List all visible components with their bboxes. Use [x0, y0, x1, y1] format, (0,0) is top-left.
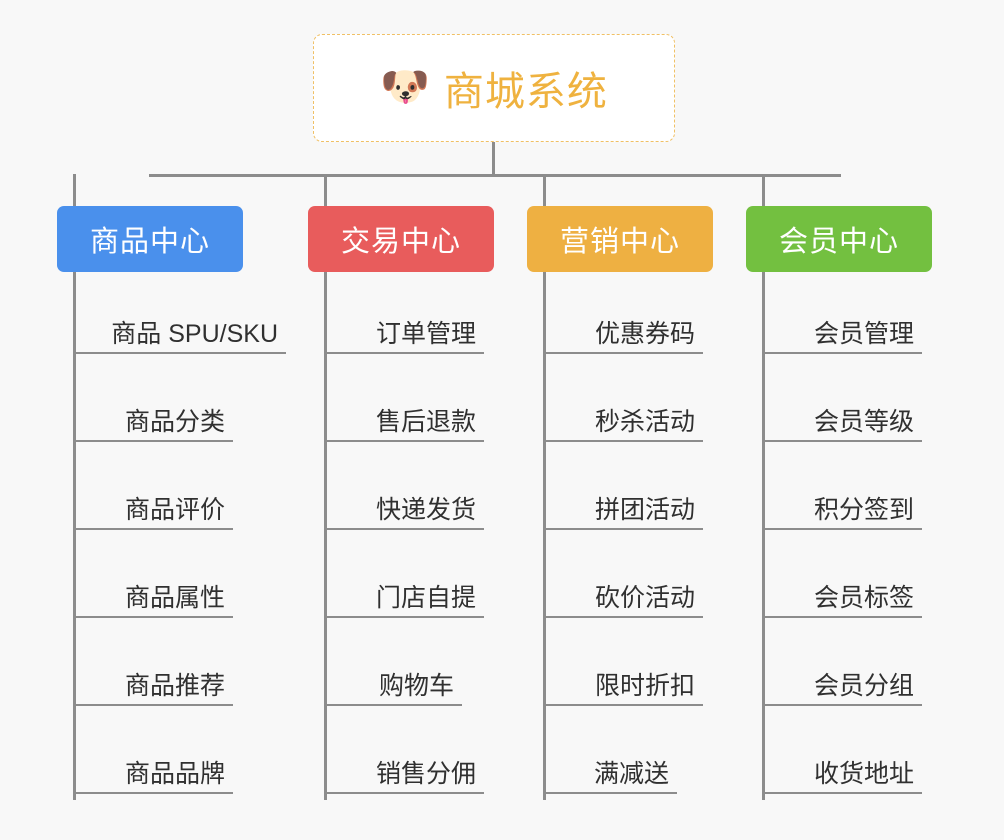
leaf-item[interactable]: 销售分佣: [324, 712, 484, 794]
leaf-item[interactable]: 收货地址: [762, 712, 922, 794]
leaf-item[interactable]: 商品 SPU/SKU: [73, 272, 286, 354]
leaf-item[interactable]: 商品评价: [73, 448, 233, 530]
branch-trunk-2: [543, 272, 546, 800]
leaf-item-label: 商品分类: [124, 407, 225, 436]
leaf-item-label: 限时折扣: [594, 671, 695, 700]
branch-drop-connector-2: [543, 174, 546, 206]
leaf-item-label: 会员管理: [813, 319, 914, 348]
leaf-item-label: 会员标签: [813, 583, 914, 612]
leaf-item[interactable]: 会员管理: [762, 272, 922, 354]
category-label: 会员中心: [778, 226, 899, 258]
leaf-item[interactable]: 秒杀活动: [543, 360, 703, 442]
leaf-item[interactable]: 购物车: [324, 624, 462, 706]
leaf-item[interactable]: 限时折扣: [543, 624, 703, 706]
leaf-item[interactable]: 会员分组: [762, 624, 922, 706]
category-label: 商品中心: [89, 226, 210, 258]
leaf-item-label: 拼团活动: [594, 495, 695, 524]
leaf-item[interactable]: 商品属性: [73, 536, 233, 618]
dog-face-icon: 🐶: [380, 65, 430, 109]
leaf-item[interactable]: 商品分类: [73, 360, 233, 442]
leaf-item[interactable]: 订单管理: [324, 272, 484, 354]
branch-drop-connector-3: [762, 174, 765, 206]
leaf-item-label: 商品评价: [124, 495, 225, 524]
leaf-item[interactable]: 商品推荐: [73, 624, 233, 706]
leaf-item-label: 满减送: [593, 759, 669, 788]
branch-trunk-3: [762, 272, 765, 800]
leaf-item-label: 砍价活动: [594, 583, 695, 612]
category-node-1[interactable]: 交易中心: [308, 206, 494, 272]
category-label: 营销中心: [559, 226, 680, 258]
leaf-item[interactable]: 满减送: [543, 712, 677, 794]
leaf-item-label: 积分签到: [813, 495, 914, 524]
root-node[interactable]: 🐶 商城系统: [313, 34, 675, 142]
category-node-2[interactable]: 营销中心: [527, 206, 713, 272]
leaf-item-label: 商品属性: [124, 583, 225, 612]
leaf-item-label: 销售分佣: [375, 759, 476, 788]
leaf-item-label: 商品 SPU/SKU: [111, 319, 278, 348]
leaf-item[interactable]: 快递发货: [324, 448, 484, 530]
root-stem-connector: [492, 142, 495, 176]
leaf-item-label: 售后退款: [375, 407, 476, 436]
horizontal-bus-connector: [149, 174, 841, 177]
leaf-item[interactable]: 会员标签: [762, 536, 922, 618]
branch-trunk-1: [324, 272, 327, 800]
leaf-item-label: 会员等级: [813, 407, 914, 436]
category-node-3[interactable]: 会员中心: [746, 206, 932, 272]
branch-drop-connector-0: [73, 174, 76, 206]
leaf-item-label: 快递发货: [375, 495, 476, 524]
leaf-item-label: 商品推荐: [124, 671, 225, 700]
leaf-item[interactable]: 拼团活动: [543, 448, 703, 530]
leaf-item-label: 购物车: [378, 671, 454, 700]
leaf-item-label: 收货地址: [813, 759, 914, 788]
leaf-item-label: 订单管理: [375, 319, 476, 348]
leaf-item-label: 优惠券码: [594, 319, 695, 348]
leaf-item-label: 秒杀活动: [594, 407, 695, 436]
leaf-item[interactable]: 售后退款: [324, 360, 484, 442]
branch-trunk-0: [73, 272, 76, 800]
branch-drop-connector-1: [324, 174, 327, 206]
category-label: 交易中心: [340, 226, 461, 258]
leaf-item[interactable]: 会员等级: [762, 360, 922, 442]
leaf-item-label: 商品品牌: [124, 759, 225, 788]
category-node-0[interactable]: 商品中心: [57, 206, 243, 272]
leaf-item[interactable]: 积分签到: [762, 448, 922, 530]
leaf-item-label: 会员分组: [813, 671, 914, 700]
root-title: 商城系统: [443, 70, 608, 114]
leaf-item[interactable]: 商品品牌: [73, 712, 233, 794]
leaf-item-label: 门店自提: [375, 583, 476, 612]
leaf-item[interactable]: 门店自提: [324, 536, 484, 618]
leaf-item[interactable]: 优惠券码: [543, 272, 703, 354]
leaf-item[interactable]: 砍价活动: [543, 536, 703, 618]
